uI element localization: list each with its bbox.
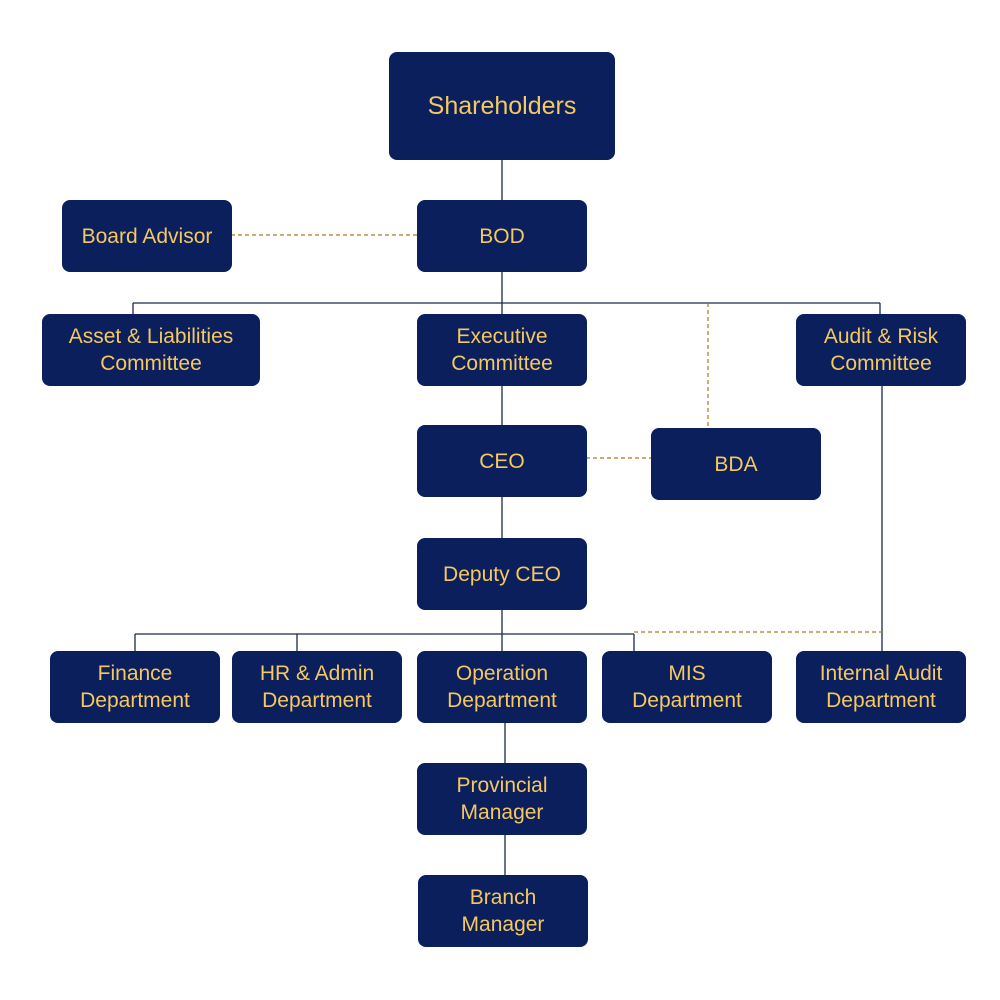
node-label: Deputy CEO [443, 562, 561, 586]
node-label: BOD [479, 224, 525, 248]
node-mis-department: MIS Department [602, 651, 772, 723]
node-label: Asset & Liabilities Committee [68, 325, 234, 375]
node-bod: BOD [417, 200, 587, 272]
node-asset-liabilities-committee: Asset & Liabilities Committee [42, 314, 260, 386]
node-label: Internal Audit Department [819, 662, 943, 712]
node-shareholders: Shareholders [389, 52, 615, 160]
node-ceo: CEO [417, 425, 587, 497]
node-label: Provincial Manager [456, 774, 548, 824]
node-label: Audit & Risk Committee [823, 325, 939, 375]
node-label: Branch Manager [461, 886, 545, 936]
node-label: Board Advisor [81, 224, 213, 248]
node-label: Finance Department [80, 662, 190, 712]
node-label: BDA [714, 452, 758, 476]
node-branch-manager: Branch Manager [418, 875, 588, 947]
node-label: Executive Committee [451, 325, 553, 375]
node-label: MIS Department [632, 662, 742, 712]
node-executive-committee: Executive Committee [417, 314, 587, 386]
node-bda: BDA [651, 428, 821, 500]
node-deputy-ceo: Deputy CEO [417, 538, 587, 610]
node-hr-admin-department: HR & Admin Department [232, 651, 402, 723]
node-operation-department: Operation Department [417, 651, 587, 723]
node-provincial-manager: Provincial Manager [417, 763, 587, 835]
node-label: Shareholders [427, 91, 577, 120]
node-label: HR & Admin Department [259, 662, 375, 712]
node-label: Operation Department [447, 662, 557, 712]
node-label: CEO [479, 449, 525, 473]
node-board-advisor: Board Advisor [62, 200, 232, 272]
node-finance-department: Finance Department [50, 651, 220, 723]
node-audit-risk-committee: Audit & Risk Committee [796, 314, 966, 386]
node-internal-audit-department: Internal Audit Department [796, 651, 966, 723]
